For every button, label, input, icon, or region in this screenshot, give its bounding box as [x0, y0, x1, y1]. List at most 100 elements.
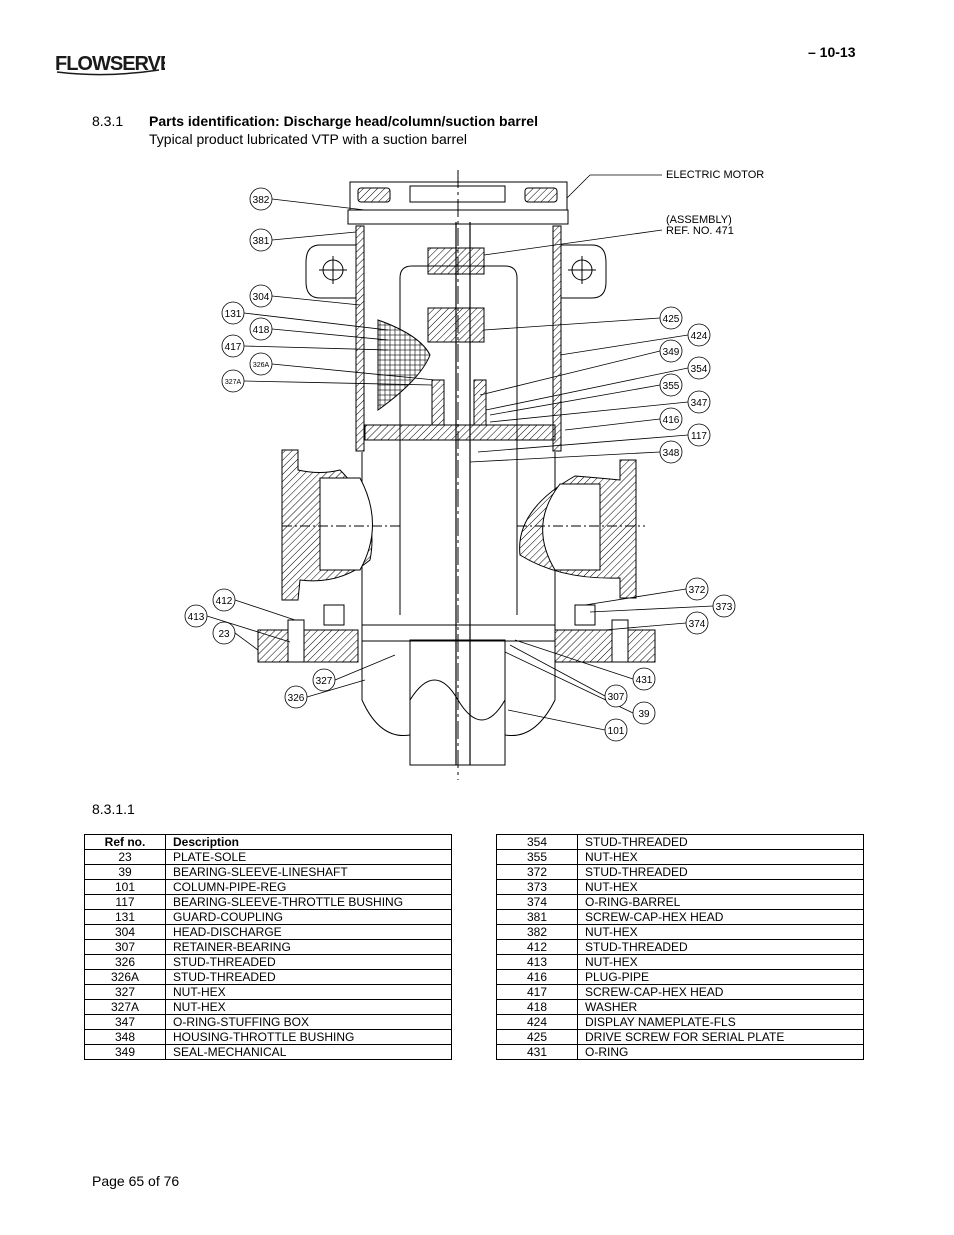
description-cell: STUD-THREADED [165, 954, 452, 970]
ref-no-cell: 355 [496, 849, 578, 865]
description-cell: COLUMN-PIPE-REG [165, 879, 452, 895]
callout-131: 131 [225, 309, 242, 320]
callout-382: 382 [253, 195, 270, 206]
callout-349: 349 [663, 347, 680, 358]
ref-no-cell: 101 [84, 879, 166, 895]
ref-no-cell: 374 [496, 894, 578, 910]
description-cell: NUT-HEX [165, 984, 452, 1000]
ref-no-cell: 326A [84, 969, 166, 985]
callout-354: 354 [691, 364, 708, 375]
callout-373: 373 [716, 602, 733, 613]
callout-412: 412 [216, 596, 233, 607]
description-cell: NUT-HEX [165, 999, 452, 1015]
ref-no-cell: 327A [84, 999, 166, 1015]
ref-no-cell: 418 [496, 999, 578, 1015]
description-cell: NUT-HEX [577, 849, 864, 865]
flowserve-logo: FLOWSERVE [55, 48, 174, 83]
description-cell: SEAL-MECHANICAL [165, 1044, 452, 1060]
ref-no-cell: 413 [496, 954, 578, 970]
ref-no-cell: 39 [84, 864, 166, 880]
description-cell: SCREW-CAP-HEX HEAD [577, 984, 864, 1000]
callout-355: 355 [663, 381, 680, 392]
callout-23: 23 [218, 629, 230, 640]
description-cell: RETAINER-BEARING [165, 939, 452, 955]
section-number: 8.3.1 [92, 113, 124, 129]
ref-no-cell: 117 [84, 894, 166, 910]
callout-381: 381 [253, 236, 270, 247]
subsection-number: 8.3.1.1 [92, 801, 135, 817]
header-ref-no: Ref no. [84, 834, 166, 850]
ref-no-cell: 373 [496, 879, 578, 895]
callout-39: 39 [638, 709, 650, 720]
description-cell: STUD-THREADED [577, 864, 864, 880]
description-cell: DRIVE SCREW FOR SERIAL PLATE [577, 1029, 864, 1045]
callout-431: 431 [636, 675, 653, 686]
description-cell: BEARING-SLEEVE-LINESHAFT [165, 864, 452, 880]
callout-374: 374 [689, 619, 706, 630]
description-cell: GUARD-COUPLING [165, 909, 452, 925]
motor-label: ELECTRIC MOTOR [666, 169, 764, 181]
callout-101: 101 [608, 726, 625, 737]
description-cell: STUD-THREADED [577, 834, 864, 850]
description-cell: SCREW-CAP-HEX HEAD [577, 909, 864, 925]
description-cell: PLATE-SOLE [165, 849, 452, 865]
description-cell: PLUG-PIPE [577, 969, 864, 985]
description-cell: NUT-HEX [577, 879, 864, 895]
callout-425: 425 [663, 314, 680, 325]
description-cell: O-RING-BARREL [577, 894, 864, 910]
callout-304: 304 [253, 292, 270, 303]
ref-no-cell: 348 [84, 1029, 166, 1045]
ref-no-cell: 349 [84, 1044, 166, 1060]
ref-no-cell: 382 [496, 924, 578, 940]
description-cell: BEARING-SLEEVE-THROTTLE BUSHING [165, 894, 452, 910]
callout-326a: 326A [253, 362, 270, 369]
description-cell: NUT-HEX [577, 924, 864, 940]
assembly-label-1: (ASSEMBLY) [666, 214, 732, 226]
description-cell: HOUSING-THROTTLE BUSHING [165, 1029, 452, 1045]
ref-no-cell: 431 [496, 1044, 578, 1060]
ref-no-cell: 381 [496, 909, 578, 925]
description-cell: HEAD-DISCHARGE [165, 924, 452, 940]
callout-348: 348 [663, 448, 680, 459]
callout-326: 326 [288, 693, 305, 704]
ref-no-cell: 416 [496, 969, 578, 985]
callout-416: 416 [663, 415, 680, 426]
ref-no-cell: 326 [84, 954, 166, 970]
document-number: – 10-13 [808, 44, 856, 60]
callout-117: 117 [691, 431, 707, 442]
ref-no-cell: 354 [496, 834, 578, 850]
callout-327: 327 [316, 676, 333, 687]
logo-text: FLOWSERVE [55, 53, 165, 75]
ref-no-cell: 425 [496, 1029, 578, 1045]
ref-no-cell: 23 [84, 849, 166, 865]
ref-no-cell: 307 [84, 939, 166, 955]
callout-417: 417 [225, 342, 242, 353]
callout-424: 424 [691, 331, 708, 342]
ref-no-cell: 412 [496, 939, 578, 955]
description-cell: DISPLAY NAMEPLATE-FLS [577, 1014, 864, 1030]
